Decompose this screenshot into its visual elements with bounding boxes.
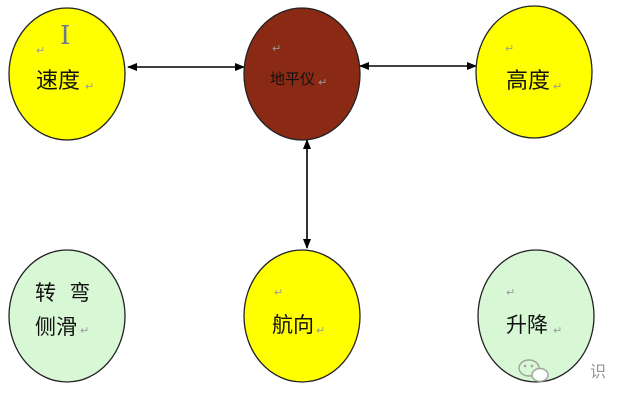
node-turn-slip-mark: ↵ [80, 324, 89, 337]
node-altitude: ↵ 高度 ↵ [475, 5, 593, 139]
node-altitude-label-mark: ↵ [553, 80, 562, 93]
node-climb-label: 升降 [506, 313, 548, 337]
watermark: 识 [518, 359, 606, 383]
node-heading-label: 航向 [272, 313, 314, 337]
node-horizon-label-mark: ↵ [318, 76, 327, 89]
node-heading: ↵ 航向 ↵ [243, 249, 361, 383]
node-altitude-label: 高度 [506, 69, 550, 94]
node-climb: ↵ 升降 ↵ [477, 249, 595, 383]
node-speed-circle [8, 7, 126, 141]
wechat-icon [518, 359, 549, 383]
node-turn-slip-line2: 侧滑 [35, 315, 77, 339]
node-speed-mark: ↵ [36, 44, 45, 57]
node-horizon-mark: ↵ [272, 42, 281, 55]
node-speed-label: 速度 [36, 69, 80, 94]
node-speed-label-mark: ↵ [85, 80, 94, 93]
node-speed: ↵ 速度 ↵ I [8, 7, 126, 141]
node-turn-slip-circle [8, 249, 126, 383]
node-turn-slip-line1: 转 弯 [35, 281, 90, 305]
node-altitude-circle [475, 5, 593, 139]
node-turn-slip: 转 弯 侧滑 ↵ [8, 249, 126, 383]
node-climb-mark: ↵ [506, 286, 515, 299]
node-horizon-label: 地平仪 [270, 70, 315, 88]
node-horizon-circle [243, 7, 361, 141]
node-heading-mark: ↵ [274, 286, 283, 299]
node-heading-label-mark: ↵ [316, 324, 325, 337]
text-cursor-icon: I [60, 21, 70, 51]
node-climb-label-mark: ↵ [553, 324, 562, 337]
watermark-text: 识 [590, 362, 606, 381]
node-horizon: ↵ 地平仪 ↵ [243, 7, 361, 141]
node-altitude-mark: ↵ [505, 42, 514, 55]
node-climb-circle [477, 249, 595, 383]
node-heading-circle [243, 249, 361, 383]
